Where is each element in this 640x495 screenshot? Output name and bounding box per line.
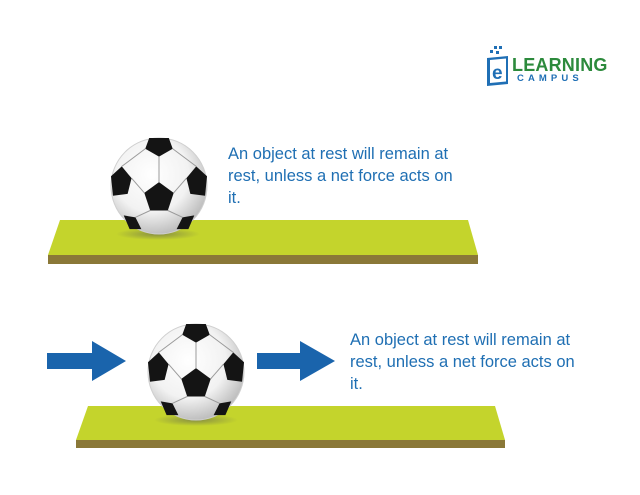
logo-word-learning: LEARNING bbox=[512, 55, 608, 75]
panel-2 bbox=[47, 323, 505, 448]
logo-book-icon: e bbox=[487, 46, 508, 86]
caption-panel-2: An object at rest will remain at rest, u… bbox=[350, 331, 575, 393]
force-arrow-right-icon bbox=[257, 341, 335, 381]
caption-panel-1: An object at rest will remain at rest, u… bbox=[228, 145, 453, 207]
soccer-ball-2 bbox=[147, 323, 245, 421]
logo-word-campus: CAMPUS bbox=[517, 73, 583, 84]
force-arrow-left-icon bbox=[47, 341, 126, 381]
panel-1 bbox=[48, 137, 478, 264]
soccer-ball-1 bbox=[110, 137, 208, 235]
elearning-campus-logo: e LEARNING CAMPUS bbox=[484, 44, 607, 90]
svg-text:e: e bbox=[492, 63, 503, 84]
platform-1 bbox=[48, 220, 478, 264]
platform-2 bbox=[76, 406, 505, 448]
